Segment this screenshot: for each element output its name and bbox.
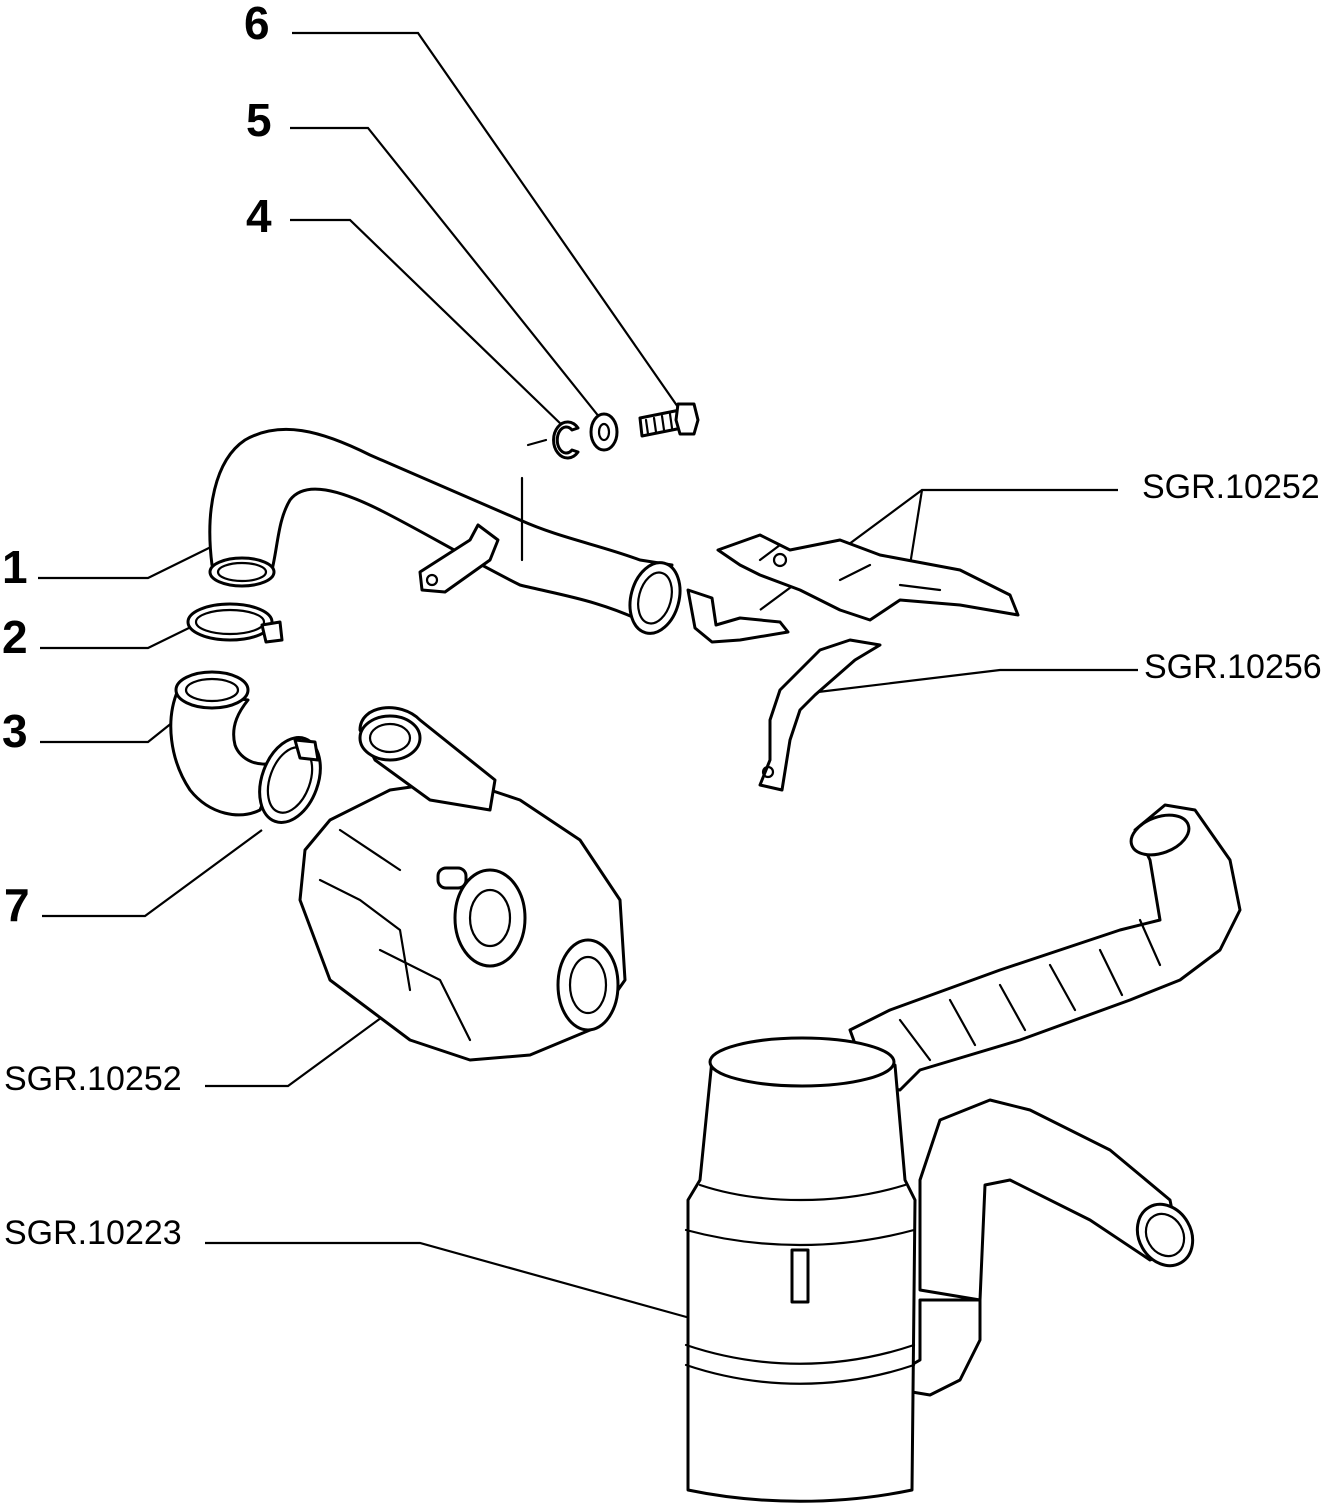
- leader-1: [38, 544, 216, 580]
- ref-sgr10252-pump: SGR.10252: [4, 1060, 182, 1098]
- leader-5: [290, 126, 601, 419]
- clamp-part-2: [186, 602, 284, 644]
- callout-7: 7: [4, 879, 30, 931]
- callout-6: 6: [244, 0, 270, 49]
- callout-3: 3: [2, 705, 28, 757]
- air-filter-assembly: [684, 803, 1242, 1503]
- callout-1: 1: [2, 541, 28, 593]
- washer-part-5: [589, 412, 619, 452]
- callout-5: 5: [246, 94, 272, 146]
- callout-2: 2: [2, 611, 28, 663]
- leader-sgr10252-pump: [205, 1014, 386, 1088]
- bolt-part-6: [638, 402, 700, 438]
- leader-lines: [38, 31, 1138, 1320]
- hose-part-3: [169, 670, 282, 817]
- clamp-part-7: [258, 736, 322, 824]
- leader-4: [290, 218, 566, 429]
- spring-washer-part-4: [526, 420, 580, 460]
- leader-sgr10256: [817, 668, 1138, 694]
- ref-sgr10256: SGR.10256: [1144, 648, 1322, 686]
- callout-4: 4: [246, 190, 272, 242]
- air-pump: [298, 706, 627, 1062]
- ref-sgr10223: SGR.10223: [4, 1214, 182, 1252]
- bracket-sgr10252: [686, 533, 1020, 644]
- leader-sgr10252-top-b: [908, 489, 924, 566]
- leader-7: [42, 829, 263, 918]
- hose-part-1: [208, 427, 682, 635]
- ref-sgr10252-top: SGR.10252: [1142, 468, 1320, 506]
- leader-sgr10223: [205, 1241, 691, 1320]
- leader-6: [292, 31, 681, 411]
- leader-2: [40, 624, 196, 650]
- bracket-sgr10256: [758, 638, 882, 792]
- leader-3: [40, 717, 179, 744]
